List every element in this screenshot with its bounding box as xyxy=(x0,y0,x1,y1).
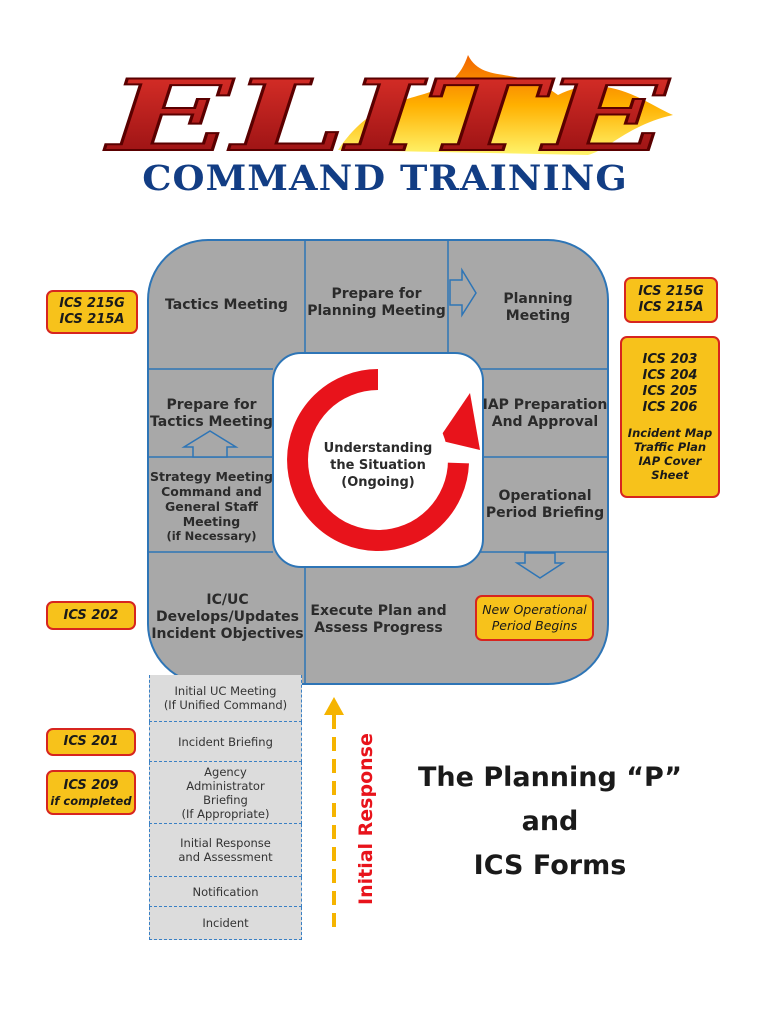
step-note: (If Unified Command) xyxy=(163,698,288,712)
form-label: ICS 215A xyxy=(59,312,125,327)
strategy-meeting-label: Strategy Meeting Command and General Sta… xyxy=(150,468,273,529)
step-label: Initial Response and Assessment xyxy=(178,836,273,864)
forms-objectives-tag: ICS 202 xyxy=(46,601,136,630)
form-label: ICS 203 xyxy=(642,352,698,367)
form-label: ICS 215G xyxy=(638,284,704,299)
cell-execute-plan: Execute Plan and Assess Progress xyxy=(310,603,447,636)
cell-operational-briefing: Operational Period Briefing xyxy=(485,488,605,521)
step-notification: Notification xyxy=(149,877,302,907)
cell-ic-uc-objectives: IC/UC Develops/Updates Incident Objectiv… xyxy=(151,592,304,642)
form-label: ICS 204 xyxy=(642,368,698,383)
form-label: ICS 215A xyxy=(638,300,704,315)
form-label: ICS 206 xyxy=(642,400,698,415)
form-note: if completed xyxy=(50,793,132,808)
step-label: Initial UC Meeting xyxy=(174,684,277,698)
center-label-main: Understanding the Situation xyxy=(323,441,433,473)
forms-tactics-tag: ICS 215G ICS 215A xyxy=(46,290,138,334)
forms-iap-tag: ICS 203 ICS 204 ICS 205 ICS 206 Incident… xyxy=(620,336,720,498)
form-label: Incident Map xyxy=(627,426,713,440)
step-incident-briefing: Incident Briefing xyxy=(149,722,302,762)
step-incident: Incident xyxy=(149,907,302,940)
center-label-note: (Ongoing) xyxy=(341,475,415,490)
initial-response-label: Initial Response xyxy=(355,733,377,905)
title-line2: and xyxy=(521,806,579,837)
center-label: Understanding the Situation (Ongoing) xyxy=(318,440,438,491)
initial-response-arrow xyxy=(324,697,344,927)
step-note: (If Appropriate) xyxy=(181,806,270,821)
cycle-arrow-icon xyxy=(287,369,469,551)
up-arrow-icon xyxy=(181,430,239,458)
cell-tactics-meeting: Tactics Meeting xyxy=(165,296,288,313)
down-arrow-icon xyxy=(514,552,566,579)
strategy-meeting-note: (if Necessary) xyxy=(166,528,257,543)
step-label: Incident Briefing xyxy=(178,734,273,749)
title-line1: The Planning “P” xyxy=(417,762,683,793)
form-label: ICS 205 xyxy=(642,384,698,399)
forms-admin-tag: ICS 209 if completed xyxy=(46,770,136,815)
cell-iap-preparation: IAP Preparation And Approval xyxy=(482,397,608,430)
cell-prepare-tactics: Prepare for Tactics Meeting xyxy=(150,397,273,430)
forms-briefing-tag: ICS 201 xyxy=(46,728,136,756)
step-initial-response: Initial Response and Assessment xyxy=(149,824,302,877)
center-circle xyxy=(308,390,448,530)
step-initial-uc-meeting: Initial UC Meeting(If Unified Command) xyxy=(149,675,302,722)
form-label: IAP Cover Sheet xyxy=(638,454,702,482)
step-agency-admin-briefing: Agency Administrator Briefing(If Appropr… xyxy=(149,762,302,824)
cycle-arrowhead-icon xyxy=(438,393,480,450)
step-label: Agency Administrator Briefing xyxy=(186,764,265,807)
cell-planning-meeting: Planning Meeting xyxy=(503,290,573,324)
cell-prepare-planning: Prepare for Planning Meeting xyxy=(307,285,446,319)
planning-p-diagram xyxy=(147,239,609,685)
logo-main: ELITE xyxy=(103,59,670,174)
new-operational-period-tag: New Operational Period Begins xyxy=(475,595,594,641)
right-arrow-icon xyxy=(449,267,477,318)
logo-subtitle: COMMAND TRAINING xyxy=(142,158,628,199)
step-label: Notification xyxy=(192,884,259,899)
title-line3: ICS Forms xyxy=(473,850,627,881)
flame-shape xyxy=(338,55,673,155)
form-label: ICS 215G xyxy=(59,296,125,311)
cell-strategy-meeting: Strategy Meeting Command and General Sta… xyxy=(150,460,273,552)
step-label: Incident xyxy=(202,916,249,930)
form-label: ICS 209 xyxy=(63,777,119,793)
form-label: Traffic Plan xyxy=(633,440,707,454)
elite-logo: ELITE xyxy=(102,55,673,175)
forms-planning-tag: ICS 215G ICS 215A xyxy=(624,277,718,323)
